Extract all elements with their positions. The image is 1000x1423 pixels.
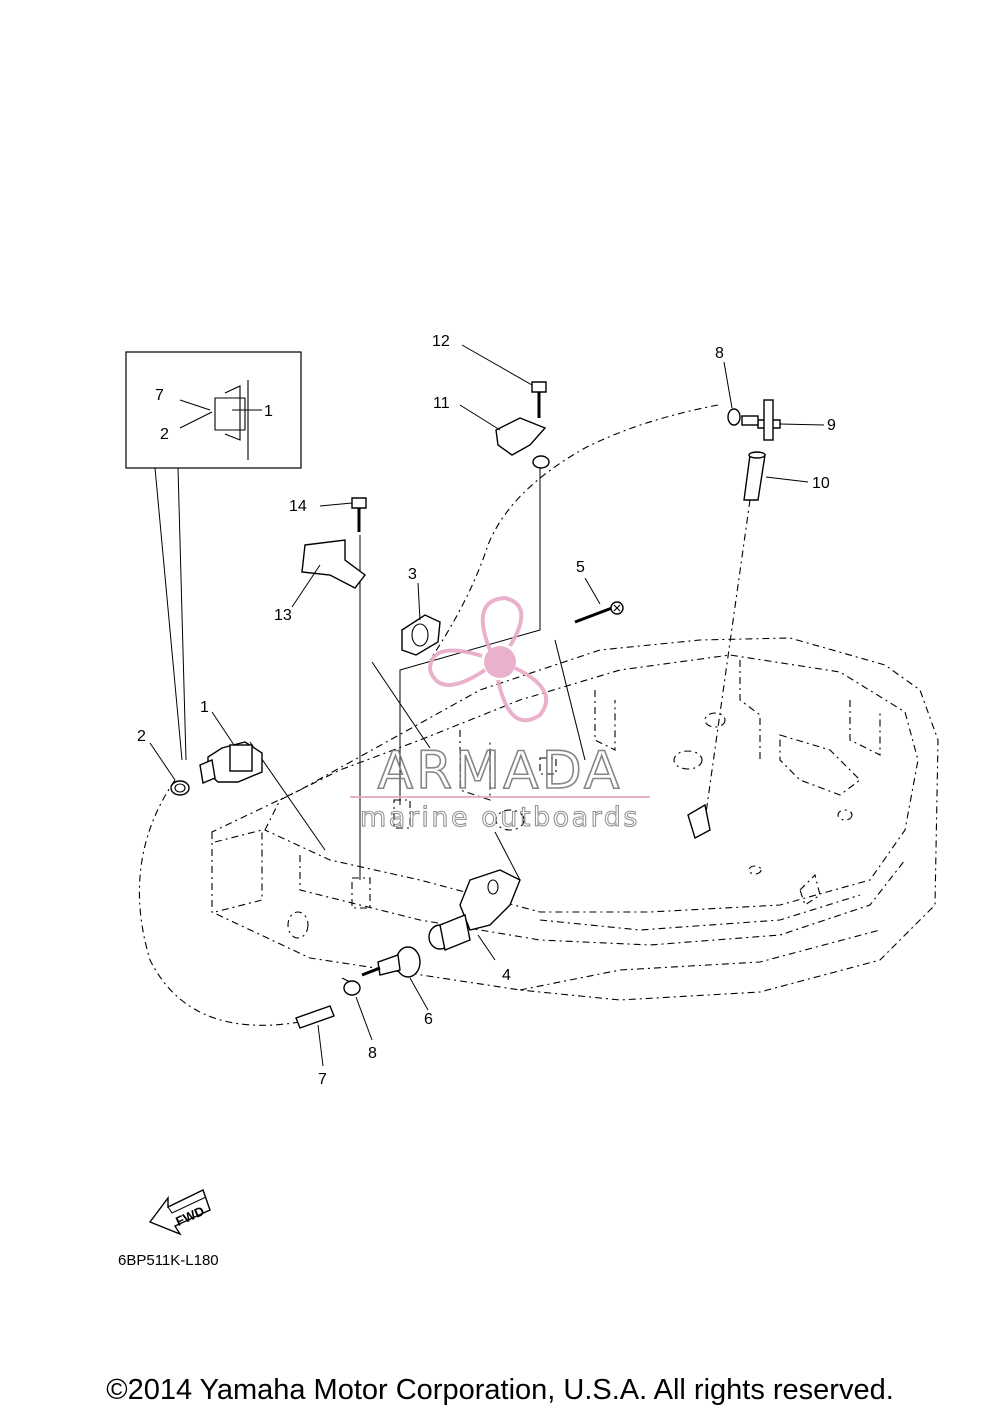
watermark-title: ARMADA [378, 741, 623, 801]
callout-9: 9 [827, 417, 836, 434]
callouts: 1 2 3 4 5 6 7 8 8 9 10 11 12 13 14 [137, 333, 836, 1088]
callout-8-lower: 8 [368, 1045, 377, 1062]
copyright-text: ©2014 Yamaha Motor Corporation, U.S.A. A… [106, 1374, 894, 1406]
callout-11: 11 [433, 395, 450, 412]
part-13-holder [301, 539, 366, 589]
part-7-hose [295, 1005, 335, 1029]
callout-3: 3 [408, 566, 417, 583]
part-6-nipple [361, 946, 421, 978]
part-4-nozzle [428, 869, 521, 951]
part-2-clip [170, 780, 190, 796]
inset-callout-2: 2 [160, 426, 169, 443]
watermark-propeller-blades [427, 595, 549, 723]
callout-4: 4 [502, 967, 511, 984]
callout-12: 12 [432, 333, 450, 350]
callout-2: 2 [137, 728, 146, 745]
callout-6: 6 [424, 1011, 433, 1028]
part-12-bolt [531, 381, 547, 418]
watermark-subtitle: marine outboards [360, 802, 640, 833]
part-1-connector [199, 741, 263, 784]
callout-7: 7 [318, 1071, 327, 1088]
part-10-hose [743, 451, 766, 501]
fwd-arrow-icon: FWD [148, 1189, 211, 1236]
callout-14: 14 [289, 498, 307, 515]
inset-callout-7: 7 [155, 387, 164, 404]
callout-10: 10 [812, 475, 830, 492]
fitting-grommet [687, 803, 711, 840]
part-5-screw [574, 601, 624, 624]
watermark-logo: ARMADA marine outboards [350, 595, 650, 834]
part-8-clip-lower [341, 977, 361, 996]
inset-callout-1: 1 [264, 403, 273, 420]
bottom-cowling [211, 637, 939, 1001]
diagram-code: 6BP511K-L180 [118, 1252, 219, 1269]
part-14-bolt [351, 497, 367, 532]
callout-8-upper: 8 [715, 345, 724, 362]
part-3-grommet [401, 614, 441, 656]
part-11-bracket [495, 417, 550, 469]
callout-13: 13 [274, 607, 292, 624]
detail-inset: 7 1 2 [125, 351, 302, 761]
callout-5: 5 [576, 559, 585, 576]
part-9-tee-joint [741, 399, 781, 441]
watermark-propeller-icon [484, 646, 516, 678]
part-8-clip-upper [727, 408, 741, 426]
callout-1: 1 [200, 699, 209, 716]
leader-lines [149, 344, 825, 1067]
